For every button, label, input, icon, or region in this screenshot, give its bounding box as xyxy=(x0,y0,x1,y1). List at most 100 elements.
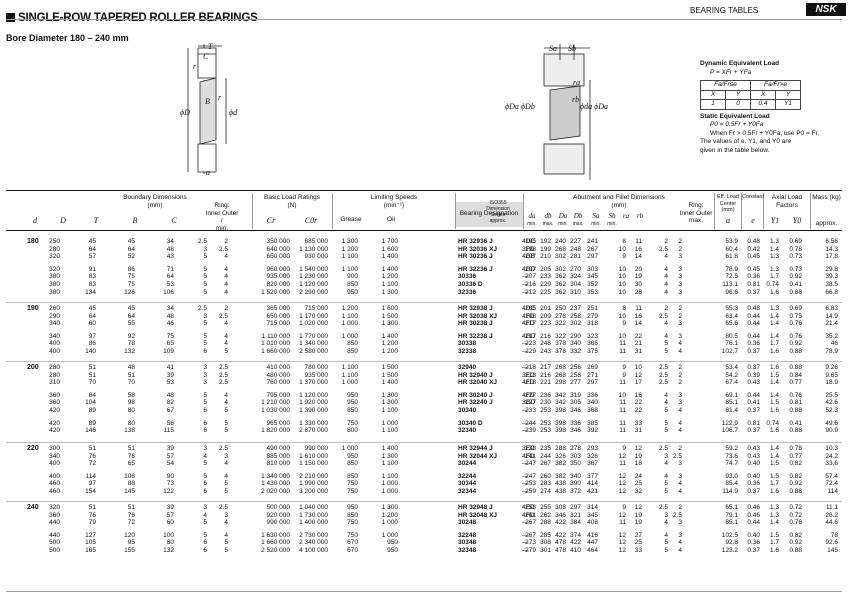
cell-ra: 4 xyxy=(664,281,668,288)
cell-C0r: 1 610 000 xyxy=(299,452,328,460)
cell-mass: 9.26 xyxy=(825,364,838,371)
head-gt-e: Fa/Fr>e xyxy=(750,80,801,91)
cell-e: 0.43 xyxy=(747,452,760,460)
cell-T: 51 xyxy=(88,504,96,511)
label-Da-Db: ϕDa ϕDb xyxy=(505,102,535,111)
cell-C: 75 xyxy=(166,332,174,340)
title-marker xyxy=(6,13,15,22)
col-divider xyxy=(252,193,253,229)
cell-Sb: 18 xyxy=(634,460,642,468)
cell-D: 420 xyxy=(49,419,60,427)
table-header xyxy=(6,190,842,231)
cell-db: 223 xyxy=(540,320,551,328)
cell-designation: 32336 xyxy=(458,288,477,296)
cell-grease-speed: 1 200 xyxy=(341,305,358,312)
cell-ra: 5 xyxy=(664,539,668,547)
cell-db: 230 xyxy=(540,399,551,407)
cell-B: 126 xyxy=(124,288,135,296)
cell-oil-speed: 1 100 xyxy=(381,281,398,288)
cell-D: 280 xyxy=(49,364,60,371)
label-Sa: Sa xyxy=(549,44,557,53)
cell-r-outer: 5 xyxy=(224,407,228,414)
cell-e: 0.44 xyxy=(747,519,760,527)
cell-D: 310 xyxy=(49,379,60,387)
cell-a: 53.4 xyxy=(725,364,738,371)
cell-Sb: 14 xyxy=(634,253,642,261)
cell-Cr: 920 000 xyxy=(266,511,291,519)
cell-Db: 277 xyxy=(570,379,581,387)
cell-da: 239 xyxy=(525,427,536,435)
cell-r-outer: 2.5 xyxy=(218,245,228,253)
cell-Sa: 12 xyxy=(618,488,626,495)
group-separator xyxy=(6,302,842,303)
cell-Db: 227 xyxy=(570,238,581,245)
head-inner-outer: Inner Outer xyxy=(205,209,239,217)
cell-C: 64 xyxy=(166,273,174,281)
cell-D: 360 xyxy=(49,391,60,399)
bearing-section-drawing xyxy=(187,44,227,176)
cell-D: 360 xyxy=(49,399,60,407)
cell-B: 76 xyxy=(127,511,135,519)
cell-db: 235 xyxy=(540,445,551,452)
cell-C: 73 xyxy=(166,480,174,488)
cell-B: 80 xyxy=(127,419,135,427)
cell-Da: 268 xyxy=(555,371,566,379)
cell-r-outer: 4 xyxy=(224,265,228,273)
cell-r-inner: 6 xyxy=(203,407,207,414)
cell-designation: 32244 xyxy=(458,472,477,480)
cell-mass: 26.2 xyxy=(825,511,838,519)
cell-grease-speed: 1 100 xyxy=(341,312,358,320)
cell-C0r: 2 340 000 xyxy=(299,539,328,547)
cell-Y1: 1.4 xyxy=(769,519,779,527)
cell-C0r: 1 370 000 xyxy=(299,379,328,387)
cell-Db: 278 xyxy=(570,445,581,452)
cell-Da-max: 421 xyxy=(587,488,598,495)
cell-C0r: 1 120 000 xyxy=(299,391,328,399)
cell-Cr: 1 660 000 xyxy=(261,539,290,547)
cell-grease-speed: 1 000 xyxy=(341,320,358,328)
cell-T: 165 xyxy=(85,547,96,554)
cell-Y1: 1.3 xyxy=(769,238,779,245)
cell-ra: 5 xyxy=(664,480,668,488)
cell-C0r: 1 020 000 xyxy=(299,320,328,328)
cell-mass: 6.83 xyxy=(825,305,838,312)
cell-grease-speed: 900 xyxy=(347,273,358,281)
cell-D: 320 xyxy=(49,504,60,511)
cell-iso-series: 4GD xyxy=(522,332,536,340)
cell-Cr: 1 520 000 xyxy=(261,288,290,296)
label-C: C xyxy=(203,52,209,61)
cell-Sb: 12 xyxy=(634,445,642,452)
cell-rb: 3 xyxy=(678,273,682,281)
cell-Da-max: 416 xyxy=(587,531,598,539)
cell-Da: 322 xyxy=(555,320,566,328)
cell-e: 0.37 xyxy=(747,547,760,554)
cell-Db: 302 xyxy=(570,320,581,328)
cell-ra: 4 xyxy=(664,332,668,340)
cell-D: 280 xyxy=(49,371,60,379)
cell-B: 92 xyxy=(127,332,135,340)
cell-Da-max: 345 xyxy=(587,511,598,519)
cell-designation: HR 32044 XJ xyxy=(458,452,498,460)
cell-Sb: 19 xyxy=(634,452,642,460)
cell-r-outer: 2.5 xyxy=(218,364,228,371)
cell-db: 255 xyxy=(540,504,551,511)
cell-Sa: 11 xyxy=(619,407,626,414)
head-da-limit: min. xyxy=(527,221,537,227)
cell-r-inner: 4 xyxy=(203,452,207,460)
cell-D: 440 xyxy=(49,531,60,539)
cell-r-outer: 4 xyxy=(224,531,228,539)
cell-Y0: 0.81 xyxy=(789,399,802,407)
cell-Da-max: 271 xyxy=(587,371,598,379)
cell-a: 85.4 xyxy=(725,480,738,488)
cell-r-inner: 5 xyxy=(203,281,207,288)
cell-mass: 10.3 xyxy=(825,445,838,452)
head-e: e xyxy=(751,216,755,225)
cell-grease-speed: 750 xyxy=(347,480,358,488)
cell-r-inner: 5 xyxy=(203,340,207,348)
cell-r-inner: 6 xyxy=(203,547,207,554)
cell-r-inner: 3 xyxy=(203,364,207,371)
cell-iso-series: — xyxy=(522,519,529,527)
cell-iso-series: — xyxy=(522,419,529,427)
bottom-rule xyxy=(6,591,842,592)
